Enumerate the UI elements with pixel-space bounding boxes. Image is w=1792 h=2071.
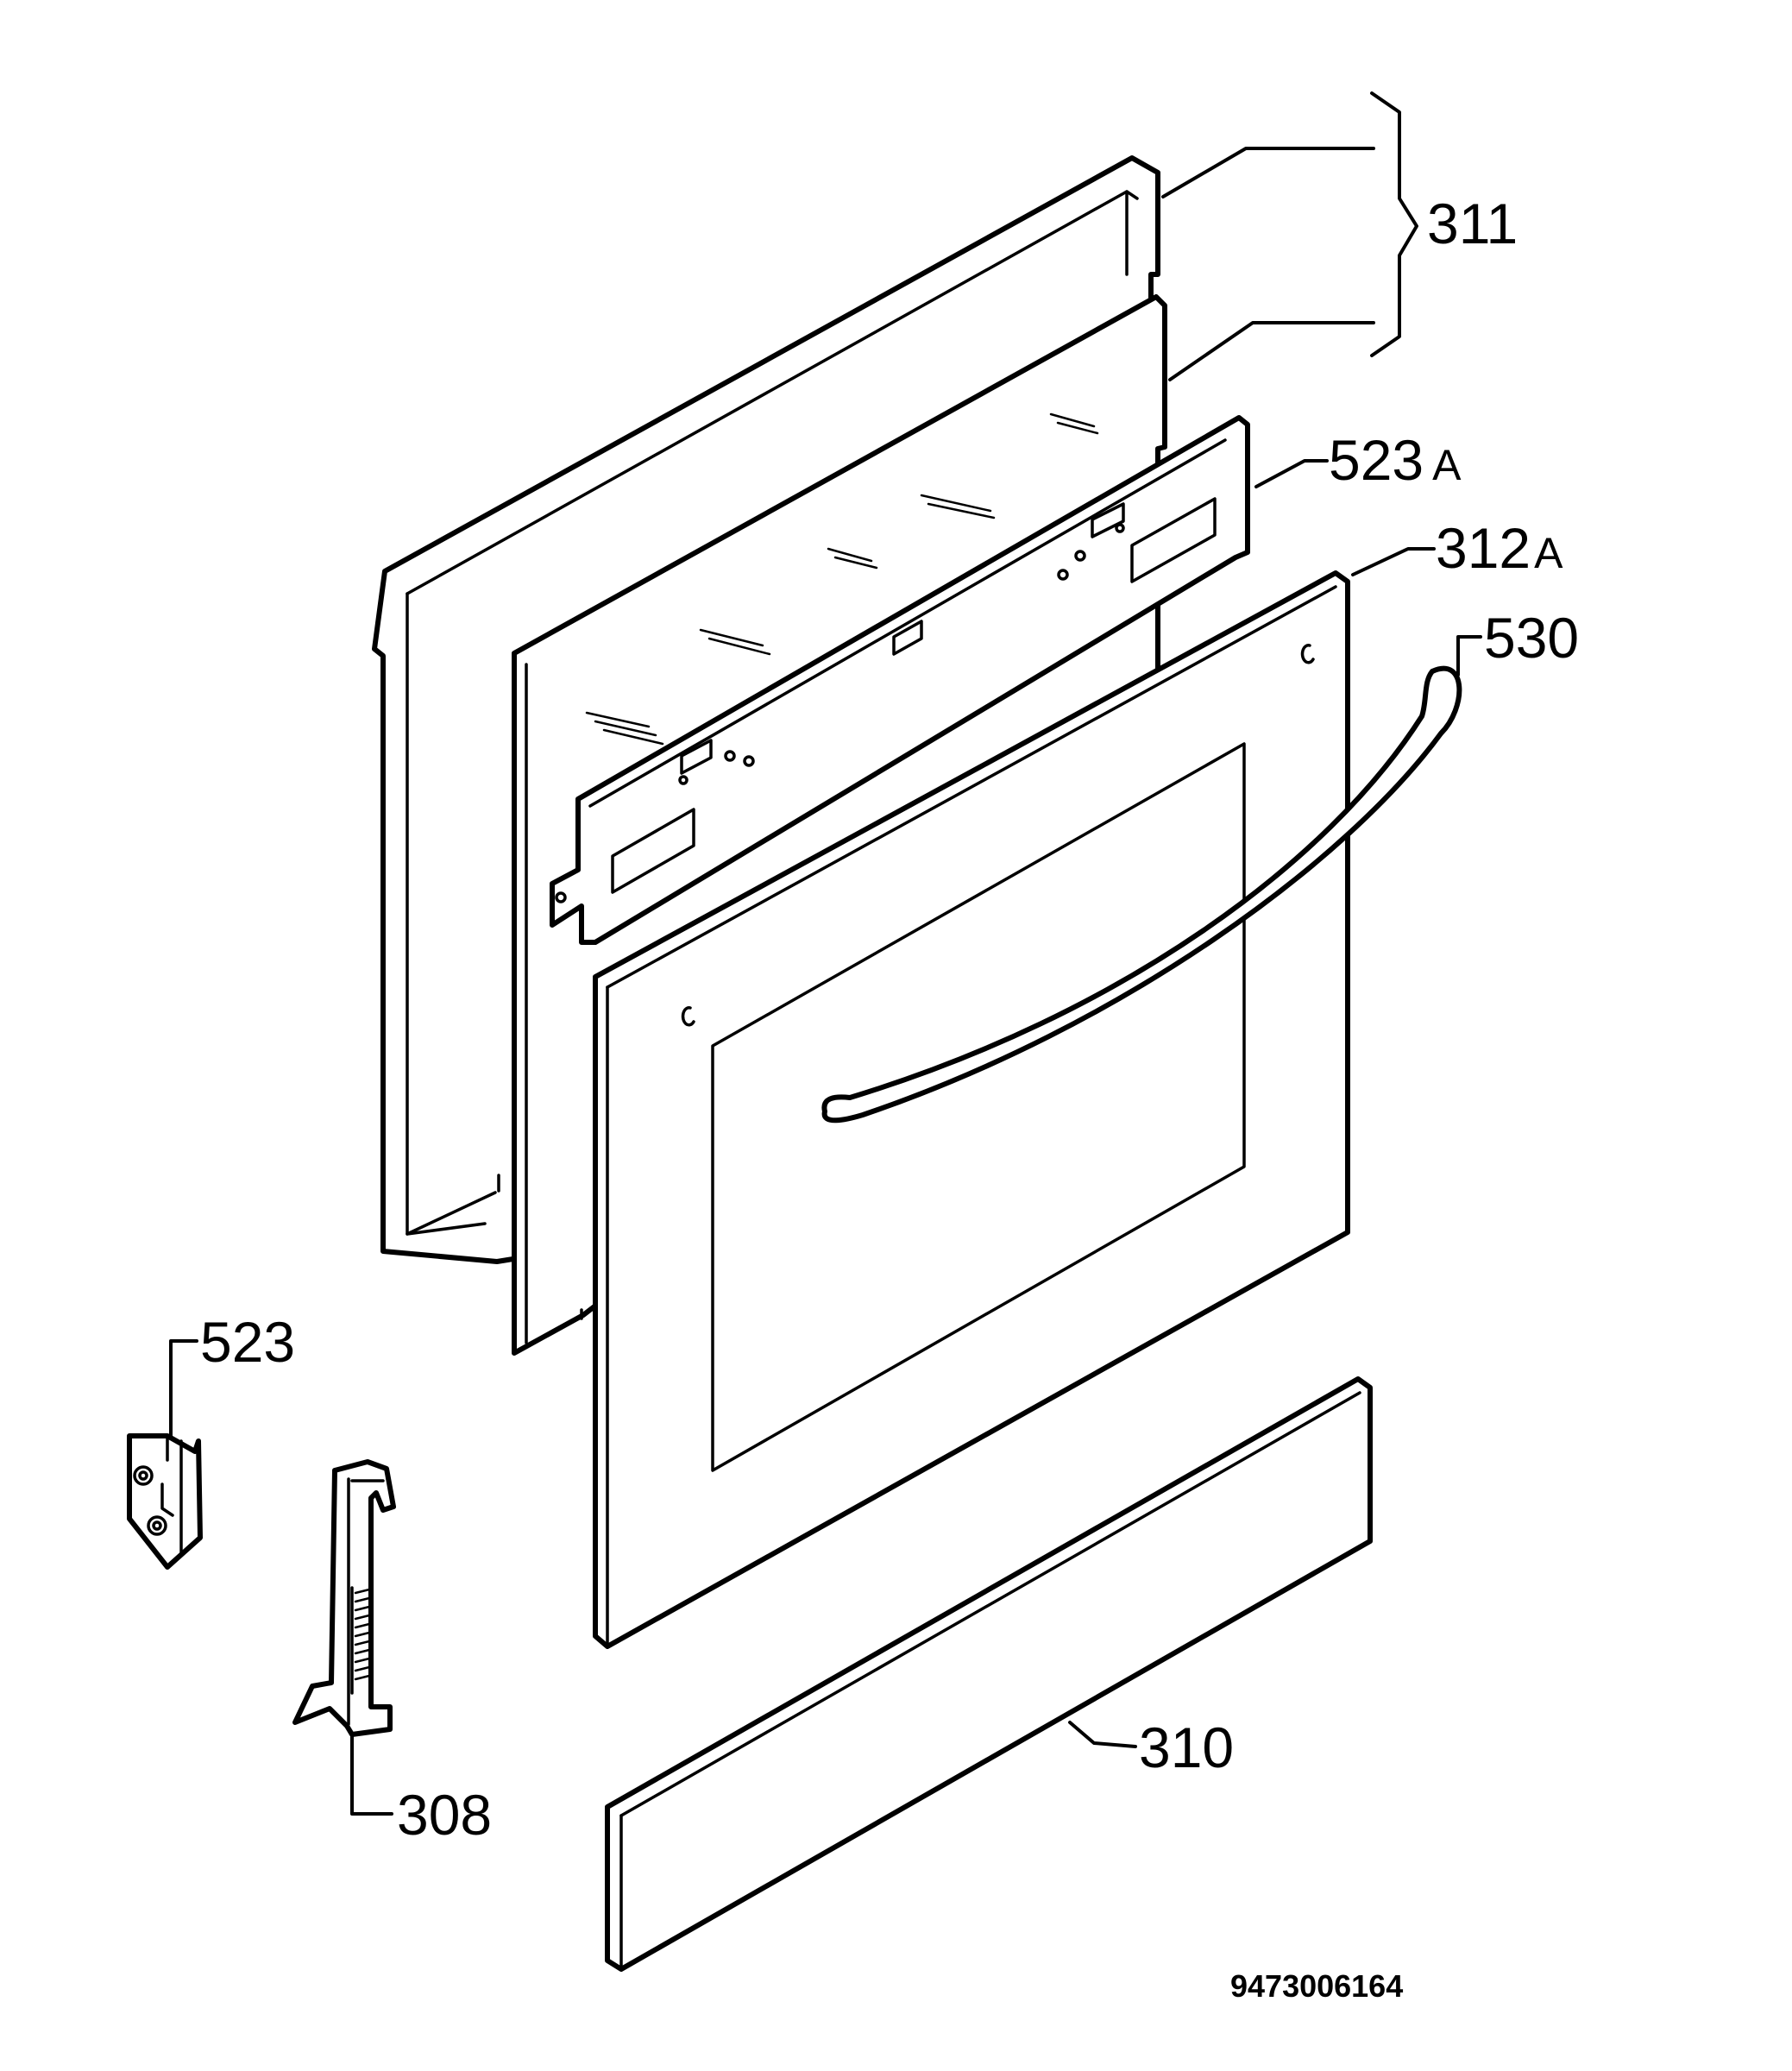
part-523-hinge <box>127 1433 203 1570</box>
part-530-handle <box>821 665 1462 1124</box>
leader-310 <box>1068 1721 1137 1748</box>
callout-311: 311 <box>1427 192 1518 255</box>
callout-530: 530 <box>1484 606 1579 670</box>
document-number: 9473006164 <box>1230 1968 1403 2004</box>
leader-308 <box>350 1733 393 1816</box>
part-310-bottom-trim <box>605 1376 1373 1972</box>
glass-reflection-marks <box>585 412 1099 746</box>
brace-311 <box>1370 91 1418 357</box>
leader-523 <box>169 1339 198 1438</box>
callout-523: 523 <box>200 1310 295 1374</box>
leader-lines <box>169 91 1482 1816</box>
leader-311-top <box>1161 147 1375 198</box>
callout-310: 310 <box>1139 1715 1234 1779</box>
callout-312A: 312A <box>1436 516 1563 580</box>
leader-311-bottom <box>1168 321 1375 381</box>
callout-308: 308 <box>397 1783 492 1847</box>
part-523A-bracket <box>550 415 1250 945</box>
leader-312A <box>1351 547 1436 576</box>
leader-523A <box>1254 459 1329 488</box>
part-312A-door-panel <box>593 570 1350 1649</box>
part-308-hinge-rail <box>292 1459 396 1737</box>
leader-530 <box>1456 635 1482 677</box>
